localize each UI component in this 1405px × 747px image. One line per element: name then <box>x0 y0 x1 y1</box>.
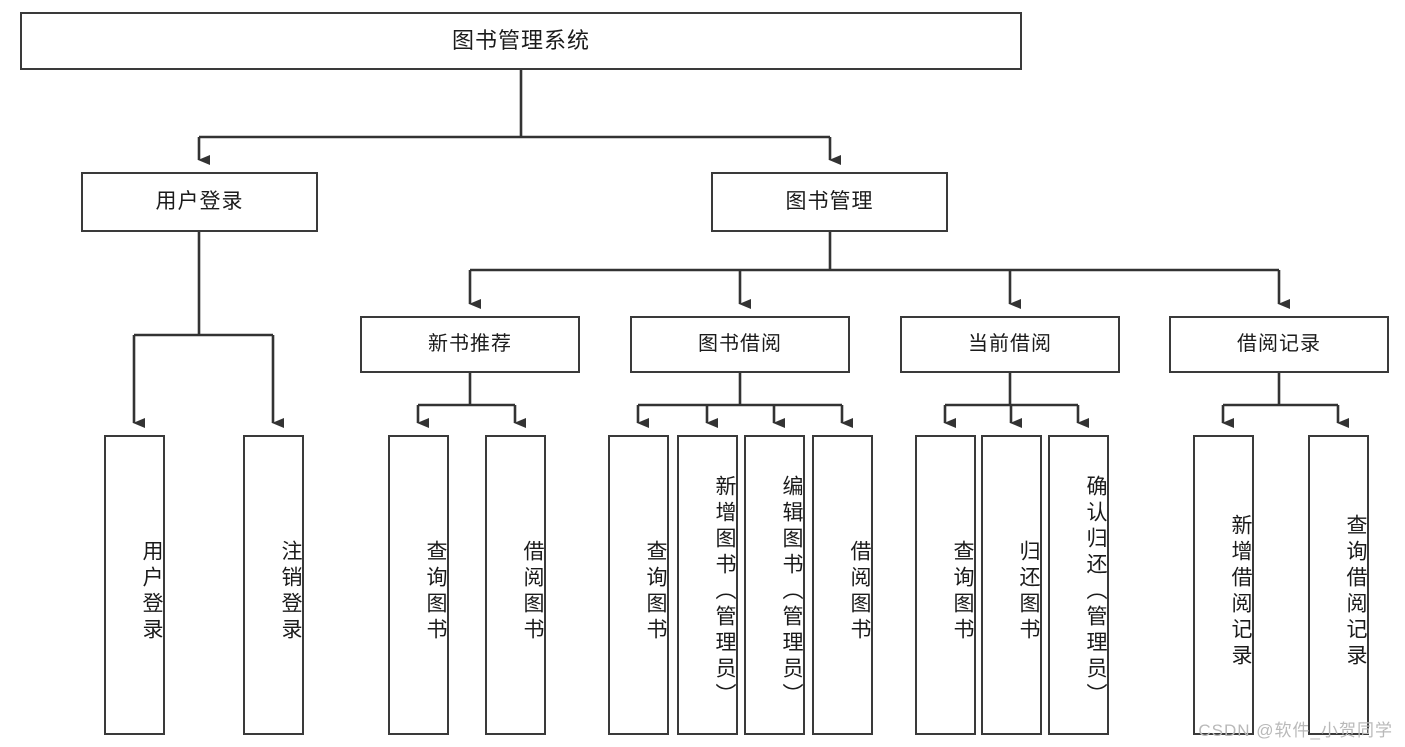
leaf-label: 查询图书 <box>951 540 974 644</box>
leaf-book-borrow-add[interactable]: 新增图书（管理员） <box>677 435 738 735</box>
node-book-borrow[interactable]: 图书借阅 <box>630 316 850 373</box>
node-book-management-label: 图书管理 <box>785 189 874 213</box>
node-new-book-recommend-label: 新书推荐 <box>428 333 512 355</box>
node-borrow-record-label: 借阅记录 <box>1237 333 1321 355</box>
node-root-label: 图书管理系统 <box>451 28 590 54</box>
leaf-book-borrow-edit[interactable]: 编辑图书（管理员） <box>744 435 805 735</box>
leaf-label: 新增借阅记录 <box>1229 514 1252 670</box>
node-current-borrow-label: 当前借阅 <box>968 333 1052 355</box>
leaf-label: 确认归还（管理员） <box>1084 475 1107 709</box>
leaf-label: 新增图书（管理员） <box>713 475 736 709</box>
node-root[interactable]: 图书管理系统 <box>20 12 1022 70</box>
leaf-label: 查询借阅记录 <box>1344 514 1367 670</box>
leaf-book-borrow-borrow[interactable]: 借阅图书 <box>812 435 873 735</box>
leaf-current-borrow-return[interactable]: 归还图书 <box>981 435 1042 735</box>
node-current-borrow[interactable]: 当前借阅 <box>900 316 1120 373</box>
node-book-management[interactable]: 图书管理 <box>711 172 948 232</box>
leaf-label: 借阅图书 <box>521 540 544 644</box>
node-borrow-record[interactable]: 借阅记录 <box>1169 316 1389 373</box>
node-book-borrow-label: 图书借阅 <box>698 333 782 355</box>
node-user-login[interactable]: 用户登录 <box>81 172 318 232</box>
leaf-label: 查询图书 <box>644 540 667 644</box>
leaf-label: 借阅图书 <box>848 540 871 644</box>
leaf-user-login-logout[interactable]: 注销登录 <box>243 435 304 735</box>
leaf-book-borrow-query[interactable]: 查询图书 <box>608 435 669 735</box>
node-new-book-recommend[interactable]: 新书推荐 <box>360 316 580 373</box>
watermark: CSDN @软件_小贺同学 <box>1198 721 1393 740</box>
leaf-label: 用户登录 <box>140 540 163 644</box>
leaf-label: 编辑图书（管理员） <box>780 475 803 709</box>
leaf-user-login-login[interactable]: 用户登录 <box>104 435 165 735</box>
leaf-label: 注销登录 <box>279 540 302 644</box>
leaf-label: 查询图书 <box>424 540 447 644</box>
leaf-current-borrow-confirm-return[interactable]: 确认归还（管理员） <box>1048 435 1109 735</box>
leaf-label: 归还图书 <box>1017 540 1040 644</box>
leaf-borrow-record-query[interactable]: 查询借阅记录 <box>1308 435 1369 735</box>
leaf-new-book-borrow[interactable]: 借阅图书 <box>485 435 546 735</box>
node-user-login-label: 用户登录 <box>155 189 244 213</box>
leaf-new-book-query[interactable]: 查询图书 <box>388 435 449 735</box>
leaf-current-borrow-query[interactable]: 查询图书 <box>915 435 976 735</box>
leaf-borrow-record-add[interactable]: 新增借阅记录 <box>1193 435 1254 735</box>
